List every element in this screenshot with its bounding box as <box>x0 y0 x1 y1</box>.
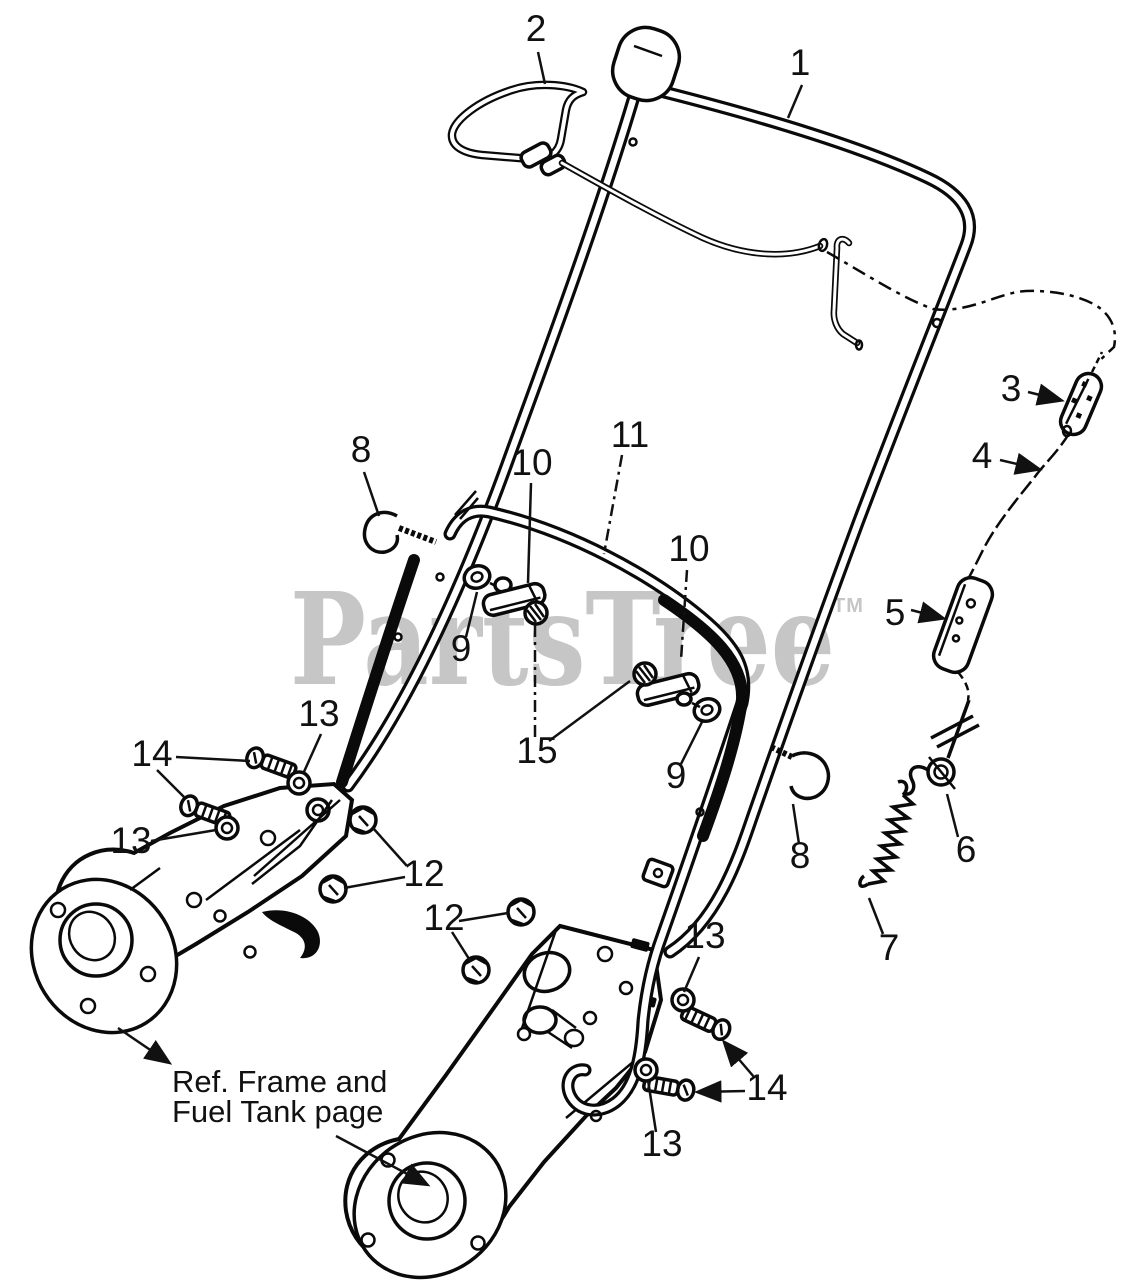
callout-14-right-leader-2 <box>694 1080 746 1103</box>
ref-note-arrow-2 <box>335 1134 431 1187</box>
callout-13-b: 13 <box>110 820 151 861</box>
callout-10-right: 10 <box>668 528 709 569</box>
handle-lock-lever <box>262 910 320 959</box>
callout-12-right-leader-1 <box>458 911 509 923</box>
callout-10-left: 10 <box>511 442 552 483</box>
hardware <box>176 510 831 1104</box>
knob-nut-left <box>523 600 549 626</box>
washer-9-left <box>462 563 492 591</box>
callout-15-leader-2 <box>548 679 631 743</box>
washer-13-b <box>214 815 240 841</box>
callout-13-b-leader-1 <box>150 828 217 843</box>
ref-note-arrow-1 <box>117 1026 173 1065</box>
callout-12-left-leader-2 <box>343 875 406 890</box>
callout-10-right-leader-1 <box>679 569 689 661</box>
control-bail-and-cable <box>447 80 1117 888</box>
handle-tubes <box>336 25 977 1123</box>
extension-spring <box>858 779 917 888</box>
callout-6-leader-1 <box>945 793 960 838</box>
callout-1: 1 <box>790 42 811 83</box>
callout-13-c: 13 <box>684 915 725 956</box>
callout-9-right: 9 <box>666 755 687 796</box>
callout-2-leader-1 <box>536 51 547 85</box>
callout-11: 11 <box>611 414 649 455</box>
link-rod <box>946 699 971 759</box>
callout-11-leader-1 <box>602 454 624 555</box>
callout-9-left-leader-1 <box>464 591 479 638</box>
callout-12-right-leader-2 <box>450 931 473 963</box>
reference-note: Ref. Frame and Fuel Tank page <box>117 1026 431 1187</box>
callout-13-d: 13 <box>641 1123 682 1164</box>
ref-note-line2: Fuel Tank page <box>172 1094 383 1129</box>
ref-note-line1: Ref. Frame and <box>172 1064 387 1099</box>
cable-clamp <box>641 857 675 889</box>
t-knob-left <box>479 576 549 619</box>
cable-bracket <box>931 575 995 675</box>
callout-5: 5 <box>885 592 906 633</box>
hook-end-hole <box>589 1109 603 1123</box>
callout-8-left: 8 <box>351 429 372 470</box>
callout-13-c-leader-1 <box>682 956 701 993</box>
callout-5-leader-1 <box>910 601 947 624</box>
callout-4-leader-1 <box>999 452 1043 475</box>
brake-cable <box>826 250 1117 364</box>
callout-14-right-leader-1 <box>721 1039 755 1078</box>
callout-1-leader-1 <box>786 84 804 119</box>
callout-8-right-leader-1 <box>791 803 801 845</box>
callout-14-right: 14 <box>746 1067 787 1108</box>
callout-8-left-leader-1 <box>362 471 381 517</box>
lower-handle-tube <box>443 504 751 1123</box>
washer-13-d <box>633 1057 659 1083</box>
handle-grip-cap <box>610 25 682 103</box>
watermark-tm: TM <box>833 595 864 617</box>
callout-4: 4 <box>972 435 993 476</box>
cable-lower <box>965 431 1072 582</box>
callout-12-left-leader-1 <box>372 827 408 867</box>
callout-12-left: 12 <box>403 853 444 894</box>
bail-clamp <box>519 141 553 169</box>
callout-14-left-leader-1 <box>175 755 251 763</box>
washer-9-right <box>692 696 722 724</box>
callout-15: 15 <box>516 730 557 771</box>
washer-13-c <box>670 987 696 1013</box>
callout-7-leader-1 <box>867 897 885 935</box>
callout-13-a-leader-1 <box>301 733 323 775</box>
knob-nut-right <box>632 661 658 687</box>
callout-14-left: 14 <box>131 733 172 774</box>
right-hub <box>352 1130 508 1280</box>
hook-bolt-left <box>362 510 438 554</box>
callout-13-d-leader-1 <box>646 1079 658 1133</box>
upper-handle-tube <box>336 25 977 959</box>
rod-eyelet <box>903 756 956 796</box>
callout-3-leader-1 <box>1027 383 1065 406</box>
callout-13-a: 13 <box>298 693 339 734</box>
washer-13-a <box>286 770 312 796</box>
nut-12-a <box>348 805 378 835</box>
callout-3: 3 <box>1001 368 1022 409</box>
callout-8-right: 8 <box>790 835 811 876</box>
left-bracket-assembly <box>29 781 355 1035</box>
callout-9-right-leader-1 <box>679 721 704 765</box>
callout-14-left-leader-2 <box>156 769 185 798</box>
t-knob-right <box>633 670 703 709</box>
callout-2: 2 <box>526 8 547 49</box>
callout-12-right: 12 <box>423 897 464 938</box>
nut-12-d <box>461 955 491 985</box>
callout-10-left-leader-1 <box>526 482 533 584</box>
hook-bolt-right <box>769 744 831 801</box>
callout-6: 6 <box>956 829 977 870</box>
nut-12-b <box>318 874 348 904</box>
callout-9-left: 9 <box>451 628 472 669</box>
callout-7: 7 <box>879 927 900 968</box>
nut-12-c <box>506 897 536 927</box>
